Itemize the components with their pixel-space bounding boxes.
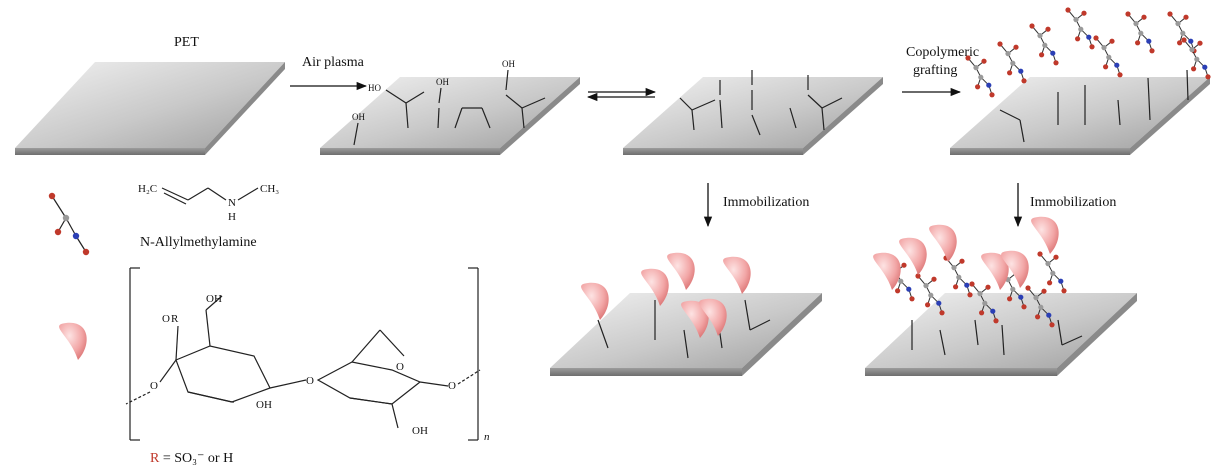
- svg-text:OH: OH: [502, 59, 515, 69]
- svg-text:O: O: [150, 380, 158, 392]
- plasma-functional-groups: HO OH OH OH: [352, 59, 546, 146]
- copolymeric-label: Copolymeric: [906, 45, 979, 60]
- n-allylmethylamine-structure: H₂C N H CH₃: [138, 183, 279, 223]
- svg-text:OH: OH: [412, 425, 428, 437]
- svg-text:O: O: [306, 375, 314, 387]
- svg-text:R: R: [171, 313, 179, 325]
- radical-sheet: [623, 77, 883, 155]
- equilibrium-arrow: [586, 87, 657, 102]
- monomer-ball-stick-icon: [48, 192, 90, 256]
- carrageenan-structure: OH O R O OH O O OH O n: [125, 267, 490, 443]
- carrageenan-drop-icon: [59, 322, 87, 360]
- immobilized-left-groups: [597, 299, 771, 359]
- pet-label: PET: [174, 35, 199, 50]
- svg-text:H: H: [228, 211, 236, 223]
- immobilized-carrageenan-drops: [581, 216, 1059, 338]
- immobilization-label-2: Immobilization: [1030, 195, 1116, 210]
- immobilized-sheet-left: [550, 293, 822, 376]
- pet-sheet: [15, 62, 285, 155]
- svg-text:O: O: [162, 313, 170, 325]
- svg-text:OH: OH: [206, 293, 222, 305]
- immobilized-right-groups: [911, 319, 1083, 356]
- svg-text:N: N: [228, 197, 236, 209]
- svg-text:O: O: [396, 361, 404, 373]
- svg-text:OH: OH: [352, 112, 365, 122]
- svg-text:H₂C: H₂C: [138, 183, 157, 195]
- immobilization-label-1: Immobilization: [723, 195, 809, 210]
- plasma-sheet: [320, 77, 580, 155]
- grafted-surface-groups: [999, 69, 1189, 143]
- n-allylmethylamine-label: N-Allylmethylamine: [140, 235, 257, 250]
- svg-text:CH₃: CH₃: [260, 183, 279, 195]
- svg-text:HO: HO: [368, 83, 381, 93]
- immobilized-sheet-right: [865, 293, 1137, 376]
- grafting-label: grafting: [913, 63, 957, 78]
- svg-text:OH: OH: [436, 77, 449, 87]
- svg-text:OH: OH: [256, 399, 272, 411]
- r-definition: R = SO₃⁻ or H: [150, 451, 233, 466]
- grafted-sheet: [950, 77, 1210, 155]
- svg-text:O: O: [448, 380, 456, 392]
- svg-text:n: n: [484, 431, 490, 443]
- radical-functional-groups: [679, 70, 843, 136]
- air-plasma-label: Air plasma: [302, 55, 365, 70]
- grafted-monomer-clusters: [885, 7, 1211, 328]
